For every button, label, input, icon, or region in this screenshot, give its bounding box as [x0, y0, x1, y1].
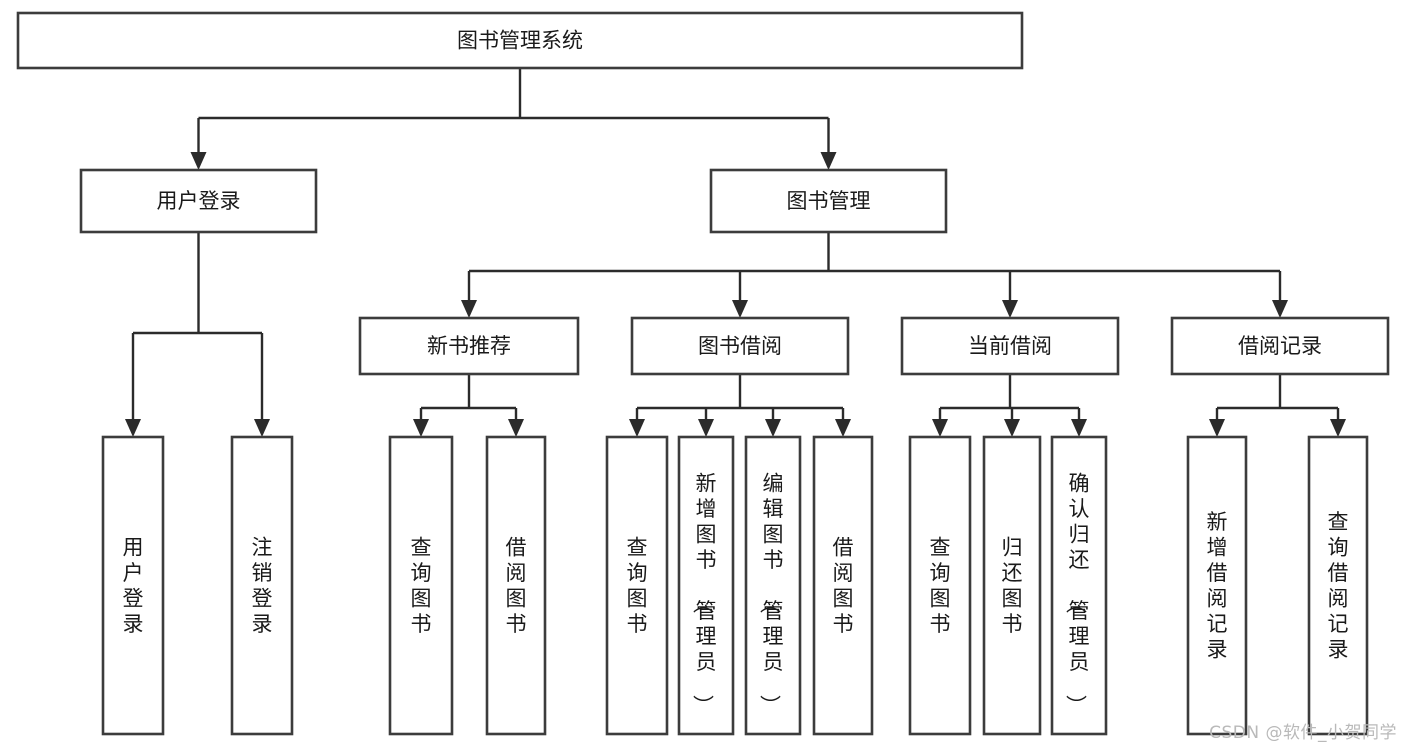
- book-fan-arrow-1-head: [732, 300, 748, 318]
- book-borrow-fan-arrow-1-head: [698, 419, 714, 437]
- node-new-book-recommend[interactable]: 新书推荐: [358, 316, 580, 376]
- node-label-new-book-recommend: 新书推荐: [427, 334, 511, 358]
- book-borrow-fan-arrow-3-head: [835, 419, 851, 437]
- node-label-book-borrow: 图书借阅: [698, 334, 782, 358]
- new-book-recommend-fan-arrow-0-head: [413, 419, 429, 437]
- node-label-user-login: 用户登录: [157, 189, 241, 213]
- node-book-borrow[interactable]: 图书借阅: [630, 316, 850, 376]
- node-box-bor-borrow-book: [812, 435, 874, 736]
- node-label-bor-edit-book: 编辑图书（管理员）: [758, 472, 784, 716]
- book-borrow-fan-arrow-2-head: [765, 419, 781, 437]
- node-bor-add-book[interactable]: 新增图书（管理员）: [677, 435, 735, 736]
- borrow-record-fan-arrow-0-head: [1209, 419, 1225, 437]
- node-login[interactable]: 用户登录: [101, 435, 165, 736]
- current-borrow-fan-arrow-0-head: [932, 419, 948, 437]
- node-box-rec-borrow-book: [485, 435, 547, 736]
- connector-layer: [125, 68, 1346, 437]
- borrow-record-fan-arrow-1-head: [1330, 419, 1346, 437]
- node-borrow-record[interactable]: 借阅记录: [1170, 316, 1390, 376]
- node-box-book-management: [709, 168, 948, 234]
- node-label-rec-query-book: 查询图书: [411, 535, 432, 636]
- node-root[interactable]: 图书管理系统: [16, 11, 1024, 70]
- node-label-rec-query-record: 查询借阅记录: [1328, 510, 1349, 662]
- new-book-recommend-fan-arrow-1-head: [508, 419, 524, 437]
- book-borrow-fan-arrow-0-head: [629, 419, 645, 437]
- node-cur-return-book[interactable]: 归还图书: [982, 435, 1042, 736]
- node-label-book-management: 图书管理: [787, 189, 871, 213]
- node-cur-query-book[interactable]: 查询图书: [908, 435, 972, 736]
- root-fan-arrow-0-head: [190, 152, 207, 170]
- node-label-login: 用户登录: [123, 535, 144, 636]
- node-label-bor-query-book: 查询图书: [627, 535, 648, 636]
- node-label-bor-add-book: 新增图书（管理员）: [691, 472, 717, 716]
- user-fan-arrow-1-head: [254, 419, 270, 437]
- node-box-bor-query-book: [605, 435, 669, 736]
- node-box-rec-add-record: [1186, 435, 1248, 736]
- root-fan-arrow-1-head: [820, 152, 837, 170]
- node-label-borrow-record: 借阅记录: [1238, 334, 1322, 358]
- book-fan-arrow-2-head: [1002, 300, 1018, 318]
- node-box-new-book-recommend: [358, 316, 580, 376]
- node-label-rec-add-record: 新增借阅记录: [1207, 510, 1228, 662]
- book-fan-arrow-3-head: [1272, 300, 1288, 318]
- node-bor-borrow-book[interactable]: 借阅图书: [812, 435, 874, 736]
- node-box-cur-confirm-return: [1050, 435, 1108, 736]
- node-label-cur-confirm-return: 确认归还（管理员）: [1064, 472, 1090, 716]
- node-rec-query-record[interactable]: 查询借阅记录: [1307, 435, 1369, 736]
- node-label-logout: 注销登录: [252, 535, 273, 636]
- node-bor-query-book[interactable]: 查询图书: [605, 435, 669, 736]
- node-box-cur-query-book: [908, 435, 972, 736]
- node-label-bor-borrow-book: 借阅图书: [833, 535, 854, 636]
- node-box-rec-query-book: [388, 435, 454, 736]
- node-box-user-login: [79, 168, 318, 234]
- node-current-borrow[interactable]: 当前借阅: [900, 316, 1120, 376]
- node-book-management[interactable]: 图书管理: [709, 168, 948, 234]
- node-box-current-borrow: [900, 316, 1120, 376]
- node-label-root: 图书管理系统: [457, 29, 583, 53]
- node-bor-edit-book[interactable]: 编辑图书（管理员）: [744, 435, 802, 736]
- node-rec-borrow-book[interactable]: 借阅图书: [485, 435, 547, 736]
- node-user-login[interactable]: 用户登录: [79, 168, 318, 234]
- node-box-bor-edit-book: [744, 435, 802, 736]
- watermark-text: CSDN @软件_小贺同学: [1209, 723, 1397, 743]
- node-layer: 图书管理系统用户登录图书管理用户登录注销登录新书推荐查询图书借阅图书图书借阅查询…: [16, 11, 1390, 736]
- node-label-cur-query-book: 查询图书: [930, 535, 951, 636]
- node-box-root: [16, 11, 1024, 70]
- current-borrow-fan-arrow-2-head: [1071, 419, 1087, 437]
- node-box-logout: [230, 435, 294, 736]
- node-box-login: [101, 435, 165, 736]
- book-fan-arrow-0-head: [461, 300, 477, 318]
- node-rec-query-book[interactable]: 查询图书: [388, 435, 454, 736]
- node-label-cur-return-book: 归还图书: [1002, 535, 1023, 636]
- node-cur-confirm-return[interactable]: 确认归还（管理员）: [1050, 435, 1108, 736]
- node-box-borrow-record: [1170, 316, 1390, 376]
- user-fan-arrow-0-head: [125, 419, 141, 437]
- node-label-rec-borrow-book: 借阅图书: [506, 535, 527, 636]
- node-logout[interactable]: 注销登录: [230, 435, 294, 736]
- node-rec-add-record[interactable]: 新增借阅记录: [1186, 435, 1248, 736]
- node-box-cur-return-book: [982, 435, 1042, 736]
- node-box-rec-query-record: [1307, 435, 1369, 736]
- node-box-book-borrow: [630, 316, 850, 376]
- node-box-bor-add-book: [677, 435, 735, 736]
- current-borrow-fan-arrow-1-head: [1004, 419, 1020, 437]
- node-label-current-borrow: 当前借阅: [968, 334, 1052, 358]
